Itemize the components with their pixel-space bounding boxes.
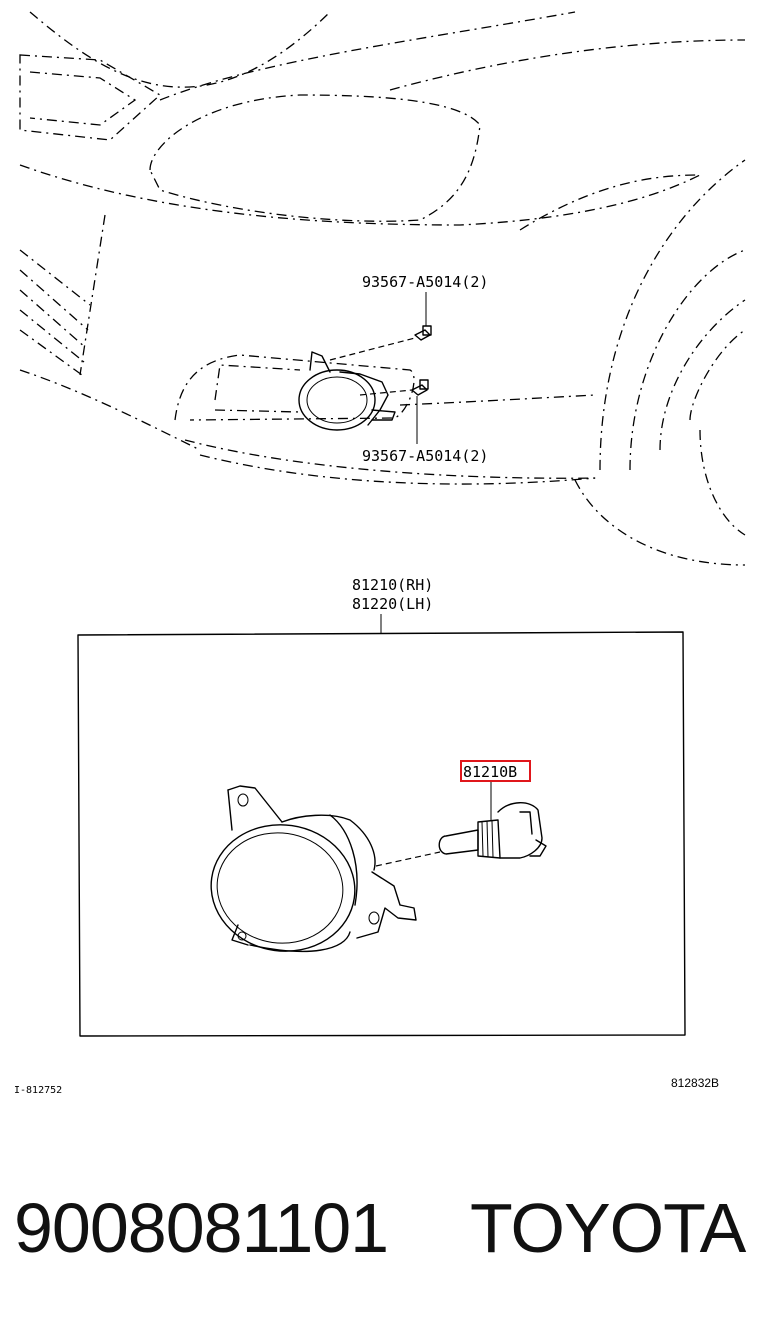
bulb-callout-highlight bbox=[460, 760, 531, 782]
callout-lamp-rh: 81210(RH) bbox=[352, 576, 433, 594]
bulb-icon bbox=[438, 802, 547, 859]
ref-code-right: 812832B bbox=[671, 1076, 719, 1090]
part-number: 9008081101 bbox=[14, 1189, 389, 1267]
callout-lamp-lh: 81220(LH) bbox=[352, 595, 433, 613]
ref-code-left: I-812752 bbox=[14, 1085, 62, 1096]
parts-diagram: 93567-A5014(2) 93567-A5014(2) 81210(RH) … bbox=[14, 11, 746, 1096]
callout-bulb: 81210B bbox=[463, 763, 517, 781]
screw-lower-icon bbox=[411, 379, 429, 396]
brand-name: TOYOTA bbox=[470, 1189, 746, 1267]
screw-upper-icon bbox=[414, 325, 432, 341]
assembly-box bbox=[77, 631, 686, 1037]
car-front-illustration bbox=[19, 11, 746, 566]
fog-lamp-assembly-illustration bbox=[210, 785, 441, 953]
callout-screw-lower: 93567-A5014(2) bbox=[362, 447, 488, 465]
callout-screw-upper: 93567-A5014(2) bbox=[362, 273, 488, 291]
